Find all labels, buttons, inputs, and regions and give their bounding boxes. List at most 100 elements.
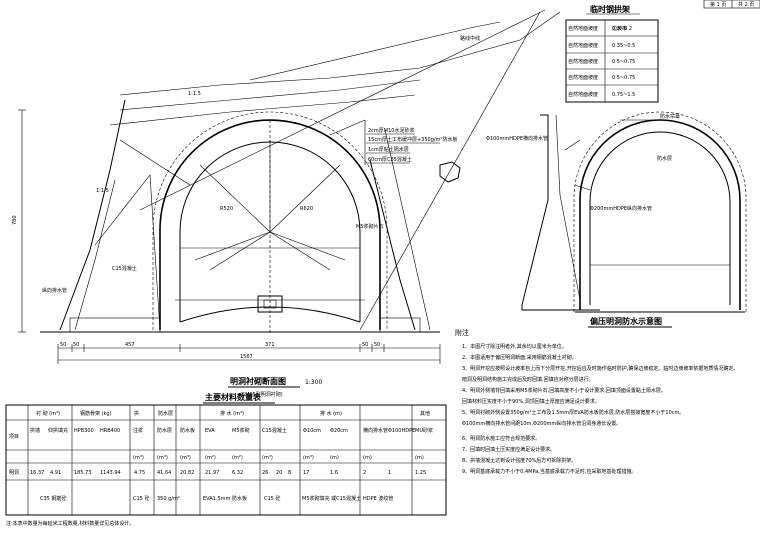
qty-note-6: HDPE 波纹管 (363, 495, 393, 502)
qty-footnote: 注:本表中数量为每延米工程数量,材料数量详见总体设计。 (6, 520, 134, 527)
qty-h1-4: 排 水 (m³) (220, 410, 244, 417)
corner-page-2: 共 2 页 (738, 1, 754, 8)
qty-h2-14: Φ100HDPE (388, 428, 415, 434)
tbl-r0-c2: 0.3~0.2 (612, 26, 632, 32)
note-1: 1、本图尺寸除注明者外,其余均以厘米为单位。 (462, 343, 567, 350)
note-7: 5、明洞衬砌外侧设置350g/m²土工布及1.5mm厚EVA防水板防水层,防水层… (462, 409, 684, 416)
qty-table-title: 主要材料数量表 (205, 392, 262, 402)
qty-row-1: 16.37 (30, 470, 44, 476)
qty-note-5: M5浆砌填充 或C15混凝土 (302, 495, 361, 502)
label-m5: M5浆砌片石 (356, 223, 384, 230)
tbl-r2-c0: 自然地面坡度 (568, 58, 598, 65)
qty-h2-4: HRB400 (100, 428, 120, 434)
dim-50d: 50 (374, 342, 380, 348)
qty-row-17: 1.25 (415, 470, 426, 476)
qty-h2-9: M5浆砌 (232, 427, 250, 434)
qty-row-10: 26 (262, 470, 268, 476)
notes-block: 附注 1、本图尺寸除注明者外,其余均以厘米为单位。 2、本图适用于偏压明洞断面,… (455, 328, 738, 475)
label-drain: 纵向排水管 (42, 287, 67, 294)
tbl-r2-c2: 0.5~0.75 (612, 59, 635, 65)
callout-3: 1cm厚粘土隔水层 (368, 146, 409, 153)
qty-h2-3: HPB300 (74, 428, 94, 434)
tbl-r3-c2: 0.5~0.75 (612, 75, 635, 81)
qty-h2-2: 仰拱填充 (48, 427, 68, 434)
dim-left-width: 457 (125, 342, 135, 348)
qty-row-6: 41.64 (157, 470, 171, 476)
note-9: 6、明洞防水施工应符合规范要求。 (462, 435, 540, 442)
dim-50b: 50 (73, 342, 79, 348)
qty-note-0: C35 钢筋砼 (40, 495, 66, 502)
qty-row-15: 2 (363, 470, 366, 476)
label-slope-left: 1:1.5 (96, 188, 109, 194)
tbl-r3-c0: 自然地面坡度 (568, 74, 598, 81)
qty-h1-1: 钢筋骨架 (kg) (80, 410, 112, 417)
quantity-table: 主要材料数量表 衬 砌 (m³) 钢筋骨架 (kg) 拱 防水层 排 水 (m³… (5, 392, 447, 527)
qty-unit-6: (m³) (303, 455, 314, 461)
tbl-r0-c1: 边坡率 (612, 25, 627, 32)
qty-h2-15: MU砂浆 (415, 427, 433, 434)
note-4: 暗洞及明洞结构施工完成后及时回填,回填应对称分层进行。 (462, 376, 594, 383)
qty-h2-11: Φ10cm (303, 428, 321, 434)
layer-callouts: 2cm厚M10水泥砂浆 15cm厚土工布缓冲层+350g/m²防水板 1cm厚粘… (329, 119, 457, 165)
qty-h2-1: 拱墙 (30, 427, 40, 434)
tbl-r4-c0: 自然地面坡度 (568, 91, 598, 98)
dim-height: 780 (12, 215, 18, 225)
qty-row-3: 185.73 (74, 470, 92, 476)
label-curtain: 防水帘幕 (660, 113, 680, 120)
qty-row-12: 8 (288, 470, 291, 476)
dim-50a: 50 (60, 342, 66, 348)
corner-page-1: 第 1 页 (710, 1, 726, 8)
qty-row-9: 6.32 (232, 470, 243, 476)
qty-h2-10: C15混凝土 (262, 427, 287, 434)
label-slope-ratio: 1:1.5 (188, 91, 201, 97)
qty-unit-4: (m²) (232, 455, 243, 461)
right-title: 偏压明洞防水示意图 (590, 316, 662, 326)
label-pipe-1: Φ100mmHDPE横向排水管 (486, 135, 548, 142)
qty-h1-2: 拱 (134, 410, 139, 417)
qty-row-14: 1.6 (330, 470, 338, 476)
qty-row-5: 4.75 (134, 470, 145, 476)
qty-row-16: 1 (388, 470, 391, 476)
note-2: 2、本图适用于偏压明洞断面,采用钢筋混凝土衬砌。 (462, 354, 577, 361)
notes-title: 附注 (455, 328, 469, 337)
qty-note-2: 350 g/m² (157, 496, 180, 502)
qty-unit-3: (m²) (205, 455, 216, 461)
qty-row-7: 20.82 (180, 470, 194, 476)
qty-row-11: 20 (276, 470, 282, 476)
dim-total-width: 1567 (240, 354, 253, 360)
dim-50c: 50 (362, 342, 368, 348)
qty-row-8: 21.97 (205, 470, 219, 476)
qty-row-13: 17 (303, 470, 309, 476)
qty-h1-0: 衬 砌 (m³) (36, 410, 60, 417)
main-subtitle: (5M05型明洞衬砌) (240, 391, 283, 398)
note-10: 7、回填时回填土压实度应满足设计要求。 (462, 446, 555, 453)
note-5: 4、明洞外侧墙背回填采用M5浆砌片石,回填高度不小于设计要求,回填顶面设置黏土隔… (462, 387, 666, 394)
label-waterproof: 防水层 (657, 155, 672, 162)
qty-h1-6: 其他 (420, 410, 430, 417)
qty-h2-8: EVA (205, 428, 215, 434)
qty-unit-5: (m³) (262, 455, 273, 461)
callout-1: 2cm厚M10水泥砂浆 (368, 127, 414, 134)
qty-unit-9: (m) (415, 455, 424, 461)
qty-unit-1: (m³) (157, 455, 168, 461)
main-scale: 1:300 (305, 379, 322, 386)
main-title: 明洞衬砌断面图 (230, 376, 286, 386)
qty-h2-0: 项目 (9, 434, 19, 440)
qty-h2-12: Φ20cm (330, 428, 348, 434)
note-12: 9、明洞基底承载力不小于0.4MPa,当基底承载力不足时,应采取地基处理措施。 (462, 468, 636, 475)
qty-h2-6: 防水层 (157, 427, 172, 434)
qty-note-3: EVA1.5mm 防水板 (203, 495, 247, 502)
label-road-center: 路线中线 (460, 35, 480, 42)
tbl-r1-c0: 自然地面坡度 (568, 42, 598, 49)
label-r1: R520 (220, 206, 233, 212)
callout-2: 15cm厚土工布缓冲层+350g/m²防水板 (368, 136, 457, 143)
qty-row-2: 4.91 (50, 470, 61, 476)
temp-arch-table: 临时钢拱架 自然地面坡度 边坡率 自然地面坡度 0.35~0.5 自然地面坡度 … (565, 4, 659, 103)
qty-unit-2: (m³) (180, 455, 191, 461)
callout-4: 60cm厚C35混凝土 (368, 156, 412, 163)
corner-page-box: 第 1 页 共 2 页 (703, 0, 760, 9)
qty-h1-5: 排 水 (m) (320, 410, 342, 417)
label-c15: C15混凝土 (112, 265, 137, 272)
dim-inner-width: 371 (265, 342, 275, 348)
qty-row-0: 明洞 (9, 469, 19, 476)
